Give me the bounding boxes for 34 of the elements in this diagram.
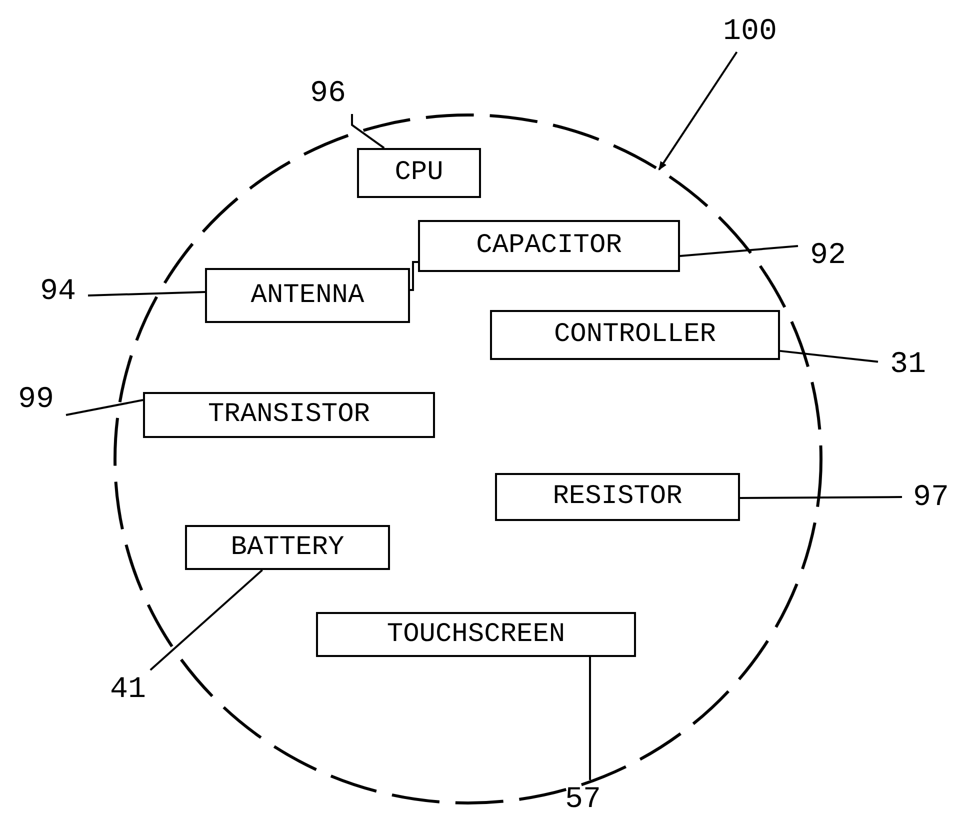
component-label: RESISTOR: [552, 482, 682, 512]
leader-line: [780, 350, 878, 363]
callout-number: 99: [6, 380, 66, 420]
component-box: [316, 612, 636, 657]
callout-number: 100: [705, 12, 795, 52]
callout-number: 31: [878, 345, 938, 385]
leader-line: [680, 245, 798, 257]
callout-number: 96: [298, 74, 358, 114]
component-box: [185, 525, 390, 570]
callout-number: 92: [798, 236, 858, 276]
callout-number: 97: [902, 478, 960, 518]
component-box: [143, 392, 435, 438]
component-box: [490, 310, 780, 360]
component-box: [357, 148, 481, 198]
callout-number: 57: [553, 780, 613, 820]
component-box: [418, 220, 680, 272]
callout-number: 41: [98, 670, 158, 710]
arrow: [658, 51, 738, 170]
component-box: [495, 473, 740, 521]
leader-line: [410, 261, 418, 291]
leader-line: [88, 291, 206, 296]
component-label: CONTROLLER: [554, 320, 716, 350]
component-label: TRANSISTOR: [208, 400, 370, 430]
component-label: ANTENNA: [250, 280, 364, 310]
component-label: TOUCHSCREEN: [386, 620, 566, 650]
leader-line: [740, 496, 902, 499]
callout-number: 94: [28, 272, 88, 312]
leader-line: [589, 657, 591, 780]
leader-line: [150, 569, 263, 671]
component-label: CPU: [394, 158, 444, 188]
component-label: BATTERY: [230, 532, 344, 562]
component-label: CAPACITOR: [476, 231, 622, 261]
component-box: [205, 268, 410, 323]
leader-line: [66, 399, 144, 416]
